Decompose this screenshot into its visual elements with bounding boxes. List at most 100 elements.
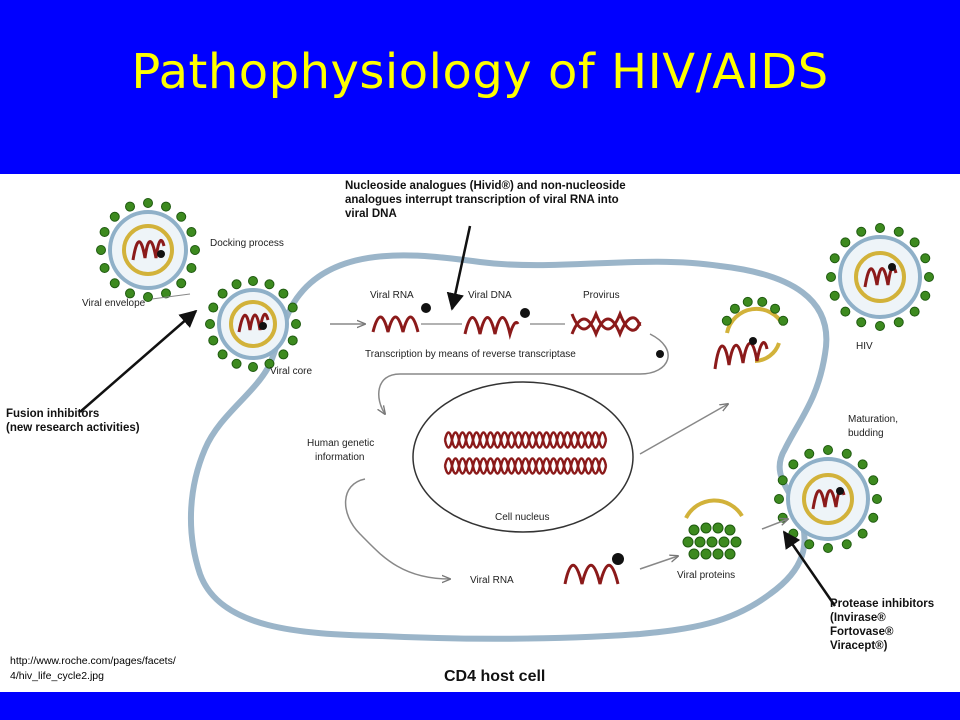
envelope-protein-dot (109, 211, 120, 222)
cd4-host-cell-label: CD4 host cell (444, 668, 545, 685)
envelope-protein-dot (841, 448, 852, 459)
envelope-protein-dot (231, 279, 242, 290)
envelope-protein-dot (893, 317, 904, 328)
envelope-protein-dot (208, 302, 219, 313)
envelope-protein-dot (96, 245, 106, 255)
envelope-protein-dot (99, 227, 110, 238)
envelope-protein-dot (856, 317, 867, 328)
envelope-protein-dot (176, 211, 187, 222)
envelope-protein-dot (804, 448, 815, 459)
envelope-protein-dot (264, 279, 275, 290)
envelope-protein-dot (920, 253, 931, 264)
reverse-transcriptase-dot (421, 303, 431, 313)
envelope-protein-dot (143, 198, 153, 208)
nucleoside-callout-line-2: analogues interrupt transcription of vir… (345, 194, 619, 206)
envelope-protein-dot (109, 278, 120, 289)
docking-label: Docking process (210, 238, 284, 249)
envelope-protein-dot (217, 288, 228, 299)
viral-rna-strand-top (371, 315, 420, 333)
viral-proteins-cluster (682, 498, 744, 560)
free-virus-top-left (96, 198, 200, 302)
viral-protein-dot (688, 548, 700, 560)
envelope-protein-dot (777, 475, 788, 486)
assembling-protein-dot (757, 296, 768, 307)
viral-dna-strand (463, 316, 520, 340)
envelope-protein-dot (823, 445, 833, 455)
transcription-label: Transcription by means of reverse transc… (365, 349, 576, 360)
envelope-protein-dot (160, 201, 171, 212)
envelope-protein-dot (208, 335, 219, 346)
assembling-protein-dot (770, 303, 781, 314)
viral-dna-label: Viral DNA (468, 290, 512, 301)
envelope-protein-dot (909, 237, 920, 248)
envelope-protein-dot (829, 290, 840, 301)
envelope-protein-dot (125, 201, 136, 212)
protease-callout-line-1: Protease inhibitors (830, 598, 934, 610)
envelope-protein-dot (924, 272, 934, 282)
cd4-host-cell-membrane (187, 252, 830, 642)
human-genetic-label-2: information (315, 452, 364, 463)
viral-proteins-label: Viral proteins (677, 570, 735, 581)
envelope-protein-dot (774, 494, 784, 504)
mature-hiv-virus (826, 223, 934, 331)
envelope-protein-dot (840, 237, 851, 248)
envelope-protein-dot (826, 272, 836, 282)
assembling-protein-dot (729, 303, 740, 314)
viral-protein-dot (688, 524, 700, 536)
fusion-callout-line-1: Fusion inhibitors (6, 408, 99, 420)
envelope-protein-dot (287, 302, 298, 313)
viral-protein-dot (682, 536, 694, 548)
envelope-protein-dot (872, 494, 882, 504)
envelope-protein-dot (186, 227, 197, 238)
envelope-protein-dot (856, 226, 867, 237)
cell-nucleus (412, 381, 634, 533)
envelope-protein-dot (840, 306, 851, 317)
envelope-protein-dot (804, 539, 815, 550)
nucleoside-callout-line-1: Nucleoside analogues (Hivid®) and non-nu… (345, 180, 626, 192)
human-dna-strand (443, 457, 608, 467)
envelope-protein-dot (857, 459, 868, 470)
envelope-protein-dot (278, 288, 289, 299)
envelope-protein-dot (205, 319, 215, 329)
protease-callout-arrow (782, 530, 837, 607)
maturation-label-2: budding (848, 428, 884, 439)
protease-callout-line-3: Fortovase® (830, 626, 894, 638)
envelope-protein-dot (287, 335, 298, 346)
viral-protein-dot (700, 548, 712, 560)
envelope-protein-dot (160, 288, 171, 299)
nucleoside-callout-line-3: viral DNA (345, 208, 397, 220)
envelope-protein-dot (248, 362, 258, 372)
viral-protein-dot (724, 524, 736, 536)
viral-protein-dot (730, 536, 742, 548)
envelope-protein-dot (829, 253, 840, 264)
viral-protein-dot (712, 522, 724, 534)
viral-protein-dot (700, 522, 712, 534)
viral-rna-strand-bottom (563, 563, 620, 585)
envelope-protein-dot (231, 358, 242, 369)
envelope-protein-dot (868, 475, 879, 486)
envelope-protein-dot (857, 528, 868, 539)
bottom-bar (0, 692, 960, 720)
human-dna-strand (443, 431, 608, 441)
envelope-protein-dot (841, 539, 852, 550)
envelope-protein-dot (920, 290, 931, 301)
envelope-protein-dot (868, 512, 879, 523)
fusion-callout-line-2: (new research activities) (6, 422, 140, 434)
protease-callout-line-2: (Invirase® (830, 612, 886, 624)
envelope-protein-dot (875, 321, 885, 331)
transcription-loop-arrow (379, 333, 669, 414)
envelope-protein-dot (291, 319, 301, 329)
envelope-protein-dot (143, 292, 153, 302)
envelope-protein-dot (190, 245, 200, 255)
envelope-protein-dot (176, 278, 187, 289)
cell-nucleus-label: Cell nucleus (495, 512, 549, 523)
envelope-protein-dot (264, 358, 275, 369)
assembling-protein-dot (721, 315, 732, 326)
envelope-protein-dot (909, 306, 920, 317)
viral-envelope-label: Viral envelope (82, 298, 146, 309)
slide-title: Pathophysiology of HIV/AIDS (131, 44, 829, 100)
envelope-protein-dot (125, 288, 136, 299)
hiv-life-cycle-diagram: Docking process Viral envelope Viral cor… (0, 174, 960, 692)
hiv-label: HIV (856, 341, 873, 352)
envelope-protein-dot (186, 262, 197, 273)
